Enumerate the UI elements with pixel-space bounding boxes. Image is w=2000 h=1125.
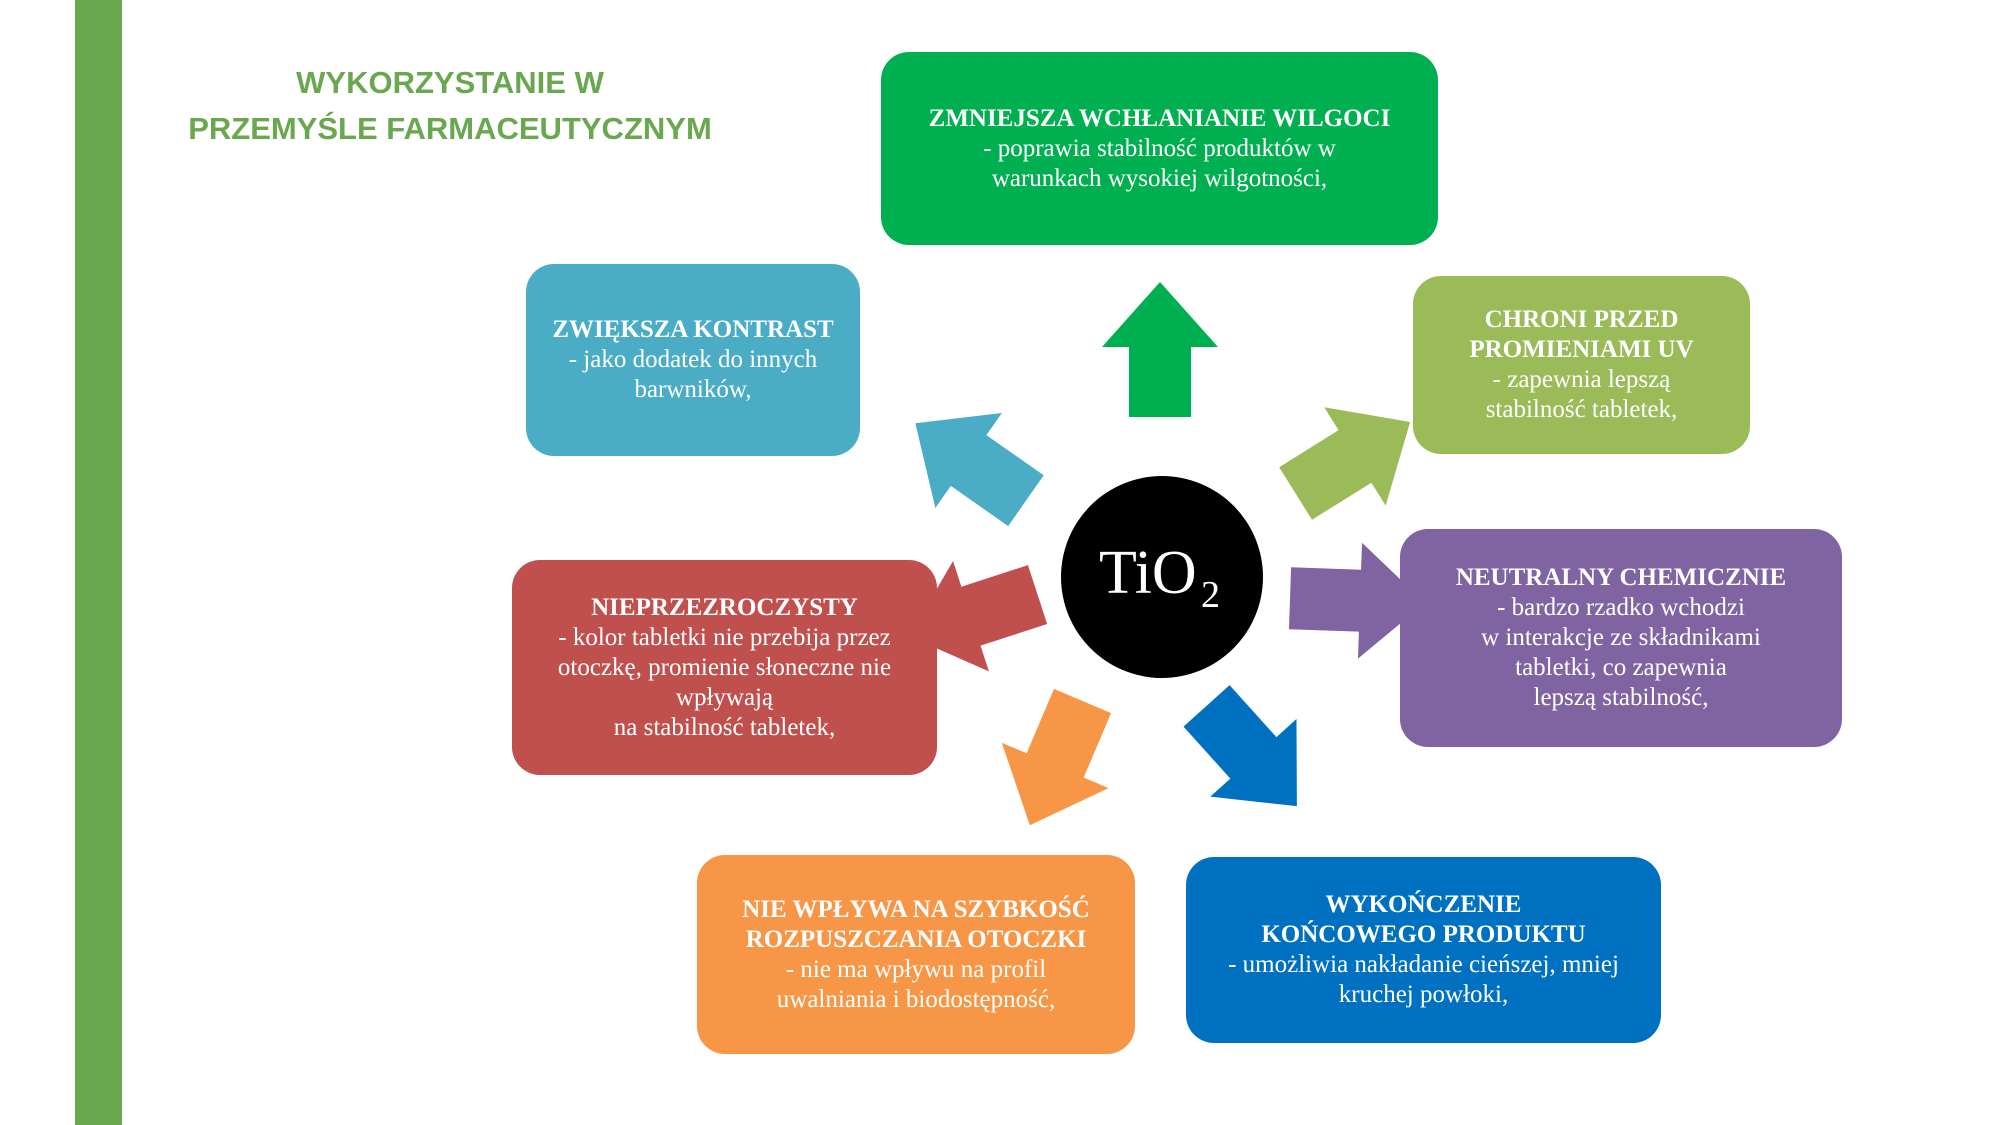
arrow-up [1102, 282, 1218, 417]
box-contrast-description: - jako dodatek do innych barwników, [568, 346, 818, 403]
center-formula-subscript: 2 [1201, 574, 1220, 616]
box-dissolution-rate: NIE WPŁYWA NA SZYBKOŚĆ ROZPUSZCZANIA OTO… [697, 855, 1135, 1054]
side-accent-bar [75, 0, 122, 1125]
page-title-line-2: PRZEMYŚLE FARMACEUTYCZNYM [188, 111, 712, 146]
box-dissolution-rate-heading: NIE WPŁYWA NA SZYBKOŚĆ ROZPUSZCZANIA OTO… [742, 895, 1090, 953]
box-uv-protection-description: - zapewnia lepszą stabilność tabletek, [1485, 366, 1678, 423]
box-dissolution-rate-description: - nie ma wpływu na profil uwalniania i b… [776, 955, 1056, 1013]
box-uv-protection-heading: CHRONI PRZED PROMIENIAMI UV [1469, 306, 1694, 363]
tio2-center-circle: TiO 2 [1061, 476, 1263, 678]
box-opaque-heading: NIEPRZEZROCZYSTY [591, 593, 858, 621]
page-title-line-1: WYKORZYSTANIE W [296, 65, 604, 100]
box-contrast: ZWIĘKSZA KONTRAST - jako dodatek do inny… [526, 264, 860, 456]
box-final-finish-heading: WYKOŃCZENIE KOŃCOWEGO PRODUKTU [1261, 891, 1586, 948]
box-opaque: NIEPRZEZROCZYSTY - kolor tabletki nie pr… [512, 560, 937, 775]
box-final-finish-description: - umożliwia nakładanie cieńszej, mniej k… [1228, 951, 1619, 1008]
box-chemically-neutral-description: - bardzo rzadko wchodzi w interakcje ze … [1481, 594, 1761, 711]
page-title: WYKORZYSTANIE W PRZEMYŚLE FARMACEUTYCZNY… [150, 60, 750, 152]
box-moisture-absorption-description: - poprawia stabilność produktów w warunk… [983, 134, 1336, 192]
arrow-upper-left [882, 375, 1060, 549]
arrow-lower-right [1163, 667, 1340, 845]
box-uv-protection: CHRONI PRZED PROMIENIAMI UV - zapewnia l… [1413, 276, 1750, 454]
box-moisture-absorption: ZMNIEJSZA WCHŁANIANIE WILGOCI - poprawia… [881, 52, 1438, 245]
box-contrast-heading: ZWIĘKSZA KONTRAST [552, 316, 834, 343]
arrow-lower-left [976, 678, 1136, 848]
box-chemically-neutral: NEUTRALNY CHEMICZNIE - bardzo rzadko wch… [1400, 529, 1842, 747]
box-opaque-description: - kolor tabletki nie przebija przez otoc… [557, 623, 892, 741]
box-final-finish: WYKOŃCZENIE KOŃCOWEGO PRODUKTU - umożliw… [1186, 857, 1661, 1043]
box-chemically-neutral-heading: NEUTRALNY CHEMICZNIE [1455, 564, 1787, 591]
center-formula: TiO [1099, 539, 1197, 607]
box-moisture-absorption-heading: ZMNIEJSZA WCHŁANIANIE WILGOCI [928, 104, 1391, 132]
